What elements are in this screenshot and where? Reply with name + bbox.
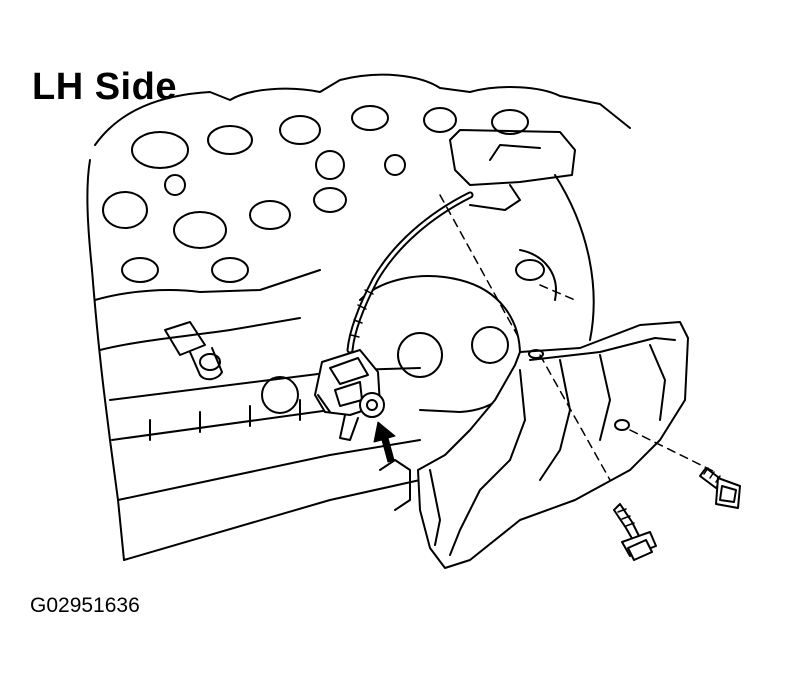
wire-harness [346, 191, 474, 354]
diagram-title: LH Side [32, 66, 177, 108]
alignment-lines [439, 194, 716, 481]
bolt-icon [613, 503, 657, 561]
bolt-icon [699, 467, 741, 509]
engine-block [86, 73, 631, 561]
figure-id: G02951636 [30, 594, 140, 617]
knock-sensor [359, 392, 385, 418]
heat-insulator [417, 321, 689, 569]
arrow-icon [373, 421, 396, 463]
